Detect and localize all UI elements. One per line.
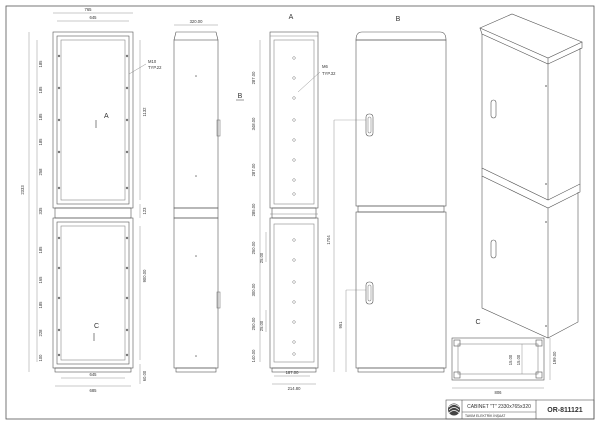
- pitch-label: 185: [38, 60, 43, 68]
- dim-plinth: 60.00: [142, 370, 147, 381]
- bolt-note-typ22: TYP.22: [148, 65, 162, 70]
- dim-gap: 123: [142, 207, 147, 215]
- section-a-dim: 250.00: [251, 317, 256, 330]
- bolt-note-m10: M10: [148, 59, 157, 64]
- pitch-label: 185: [38, 113, 43, 121]
- dim-bottom-inner: 645: [90, 372, 98, 377]
- dim-width-top: 765: [85, 7, 93, 12]
- pitch-label: 228: [38, 329, 43, 337]
- section-label-b: B: [238, 93, 243, 100]
- section-a-dim: 287.00: [251, 71, 256, 84]
- view-c-title: C: [475, 319, 480, 326]
- title-block: [445, 399, 595, 420]
- title-block-company: TAKIM ELEKTRİK İNŞAAT: [465, 413, 505, 418]
- dim-view-c-h2: 199.00: [552, 351, 557, 364]
- dim-bottom-187: 187.00: [286, 370, 299, 375]
- pitch-label: 165: [38, 276, 43, 284]
- pitch-label: 335: [38, 207, 43, 215]
- view-b-title: B: [396, 16, 401, 23]
- view-c: [451, 337, 551, 389]
- section-a-dim: 300.00: [251, 283, 256, 296]
- pitch-label: 185: [38, 138, 43, 146]
- pitch-label: 100: [38, 354, 43, 362]
- front-view-text: 765 645 2333 1132 123 900.00 60.00 645 6…: [20, 7, 162, 393]
- isometric-view: [479, 13, 583, 339]
- dim-width-inner: 645: [90, 15, 98, 20]
- section-a-title: A: [289, 14, 294, 21]
- dim-view-c-width: 806: [495, 390, 503, 395]
- pitch-label: 185: [38, 86, 43, 94]
- side-view: [173, 24, 244, 373]
- dim-bottom-outer: 685: [90, 388, 98, 393]
- dim-total-height: 2333: [20, 185, 25, 195]
- dim-view-c-h1: 15.00: [508, 354, 513, 365]
- pitch-label: 258: [38, 168, 43, 176]
- sheet-border: [5, 5, 595, 420]
- dim-handle-lower: 951: [338, 321, 343, 329]
- front-view: [28, 12, 147, 387]
- section-a-dim: 285.00: [251, 203, 256, 216]
- bolt-note-typ32: TYP.32: [322, 71, 336, 76]
- dim-bottom-214: 214.80: [288, 386, 301, 391]
- section-a-dim: 348.00: [251, 117, 256, 130]
- title-block-part-no: OR-811121: [547, 407, 583, 414]
- company-logo-icon: [448, 403, 460, 416]
- dim-depth: 320.00: [190, 19, 203, 24]
- section-a-dim: 287.00: [251, 163, 256, 176]
- bolt-note-m6: M6: [322, 64, 328, 69]
- dim-view-c-h3: 15.00: [516, 354, 521, 365]
- section-label-c: C: [94, 323, 99, 330]
- dim-lower-body: 900.00: [142, 269, 147, 282]
- section-label-a: A: [104, 113, 109, 120]
- section-a-text: A M6 TYP.32 287.00 348.00 287.00 285.00 …: [251, 14, 336, 391]
- section-a-dim: 25.00: [259, 320, 264, 331]
- section-a-dim: 140.00: [251, 349, 256, 362]
- pitch-label: 185: [38, 246, 43, 254]
- pitch-label: 185: [38, 301, 43, 309]
- dim-handle-upper: 1704: [326, 235, 331, 245]
- section-a-view: [259, 31, 321, 385]
- section-a-dim: 250.00: [251, 241, 256, 254]
- section-a-dim: 25.00: [259, 252, 264, 263]
- title-block-title: CABINET "T" 2330x765x320: [467, 404, 531, 410]
- view-b: [333, 31, 447, 373]
- dim-upper-body: 1132: [142, 107, 147, 117]
